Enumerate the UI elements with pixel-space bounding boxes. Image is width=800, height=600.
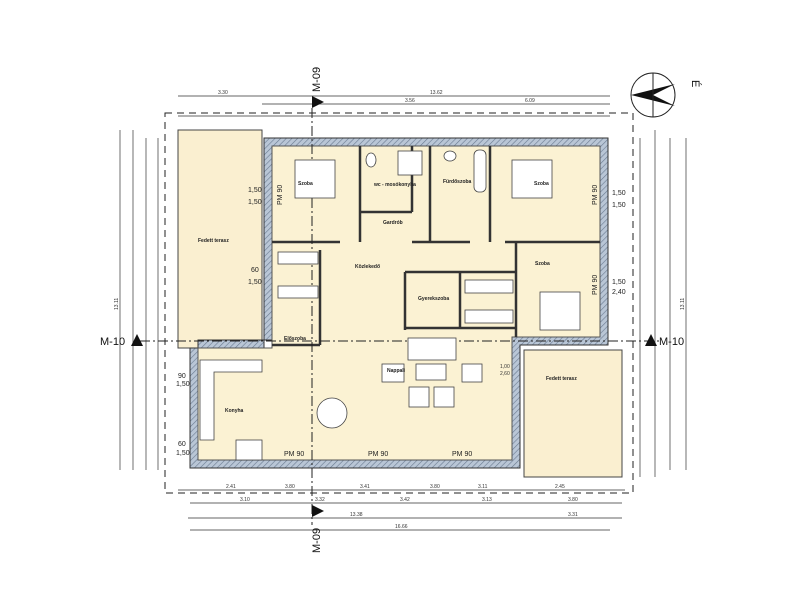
sofa-icon xyxy=(407,337,457,361)
svg-text:PM 90: PM 90 xyxy=(452,451,472,458)
svg-text:3.11: 3.11 xyxy=(478,484,488,490)
room-label-szoba-3: Szoba xyxy=(535,261,550,267)
svg-text:1,50: 1,50 xyxy=(612,190,626,197)
svg-text:1,50: 1,50 xyxy=(248,199,262,206)
svg-text:13.38: 13.38 xyxy=(350,512,363,518)
dining-table-icon xyxy=(316,397,348,429)
room-label-terrace-right: Fedett terasz xyxy=(546,376,577,382)
window-labels: PM 90 PM 90 PM 90 PM 90 PM 90 PM 90 xyxy=(277,185,599,458)
svg-text:PM 90: PM 90 xyxy=(277,185,284,205)
room-label-szoba-2: Szoba xyxy=(534,181,549,187)
axis-arrow-icon xyxy=(312,96,324,108)
bed-icon xyxy=(539,291,581,331)
room-label-szoba: Szoba xyxy=(298,181,313,187)
kitchen-island-icon xyxy=(235,439,263,461)
axis-arrow-icon xyxy=(645,334,657,346)
svg-text:M-09: M-09 xyxy=(311,67,323,92)
armchair-icon xyxy=(408,386,430,408)
svg-text:M-10: M-10 xyxy=(100,336,125,348)
bathtub-icon xyxy=(473,149,487,193)
svg-text:60: 60 xyxy=(251,267,259,274)
svg-text:2,60: 2,60 xyxy=(500,371,510,377)
wardrobe-icon xyxy=(277,285,319,299)
covered-terrace-right xyxy=(523,349,623,478)
svg-text:2.45: 2.45 xyxy=(555,484,565,490)
room-label-konyha: Konyha xyxy=(225,408,244,414)
svg-text:PM 90: PM 90 xyxy=(368,451,388,458)
axis-arrow-icon xyxy=(312,505,324,517)
interior-walls xyxy=(272,146,600,347)
bottom-dimensions: 2.41 3.80 3.41 3.80 3.11 2.45 3.10 3.32 … xyxy=(178,484,625,531)
svg-text:1,50: 1,50 xyxy=(612,202,626,209)
armchair-icon xyxy=(381,363,405,383)
room-label-nappali: Nappali xyxy=(387,368,406,374)
svg-text:1,50: 1,50 xyxy=(176,381,190,388)
kitchen-counter-icon xyxy=(199,359,263,441)
svg-text:3.56: 3.56 xyxy=(405,98,415,104)
svg-text:3.31: 3.31 xyxy=(568,512,578,518)
svg-text:6.09: 6.09 xyxy=(525,98,535,104)
room-label-wc: wc - mosókonyha xyxy=(373,182,416,188)
svg-text:3.30: 3.30 xyxy=(218,90,228,96)
opening-labels: 1,50 1,50 60 1,50 90 1,50 60 1,50 1,50 1… xyxy=(176,187,626,457)
bed-icon xyxy=(294,159,336,199)
covered-terrace-left xyxy=(177,129,263,349)
wardrobe-icon xyxy=(277,251,319,265)
svg-text:3.10: 3.10 xyxy=(240,497,250,503)
svg-text:M-09: M-09 xyxy=(311,528,323,553)
furniture xyxy=(199,149,581,461)
axis-arrow-icon xyxy=(131,334,143,346)
plot-boundary xyxy=(164,112,634,494)
floor-area xyxy=(197,145,601,461)
svg-text:1,00: 1,00 xyxy=(500,364,510,370)
svg-text:2.41: 2.41 xyxy=(226,484,236,490)
svg-text:1,50: 1,50 xyxy=(612,279,626,286)
room-labels: Szoba wc - mosókonyha Gardrób Fürdőszoba… xyxy=(198,179,577,414)
svg-text:3.80: 3.80 xyxy=(430,484,440,490)
svg-text:2,40: 2,40 xyxy=(612,289,626,296)
svg-text:PM 90: PM 90 xyxy=(592,185,599,205)
svg-text:1,50: 1,50 xyxy=(248,187,262,194)
svg-text:3.32: 3.32 xyxy=(315,497,325,503)
svg-text:É: É xyxy=(689,80,702,87)
wardrobe-icon xyxy=(464,279,514,294)
sink-icon xyxy=(443,150,457,162)
coffee-table-icon xyxy=(415,363,447,381)
wardrobe-icon xyxy=(464,309,514,324)
armchair-icon xyxy=(461,363,483,383)
svg-text:3.42: 3.42 xyxy=(400,497,410,503)
armchair-icon xyxy=(433,386,455,408)
toilet-icon xyxy=(365,152,377,168)
shower-icon xyxy=(397,150,423,176)
svg-text:3.41: 3.41 xyxy=(360,484,370,490)
side-dimensions: 13.11 13.11 xyxy=(114,130,687,477)
north-compass-icon: É xyxy=(630,72,702,118)
svg-text:1,50: 1,50 xyxy=(248,279,262,286)
room-label-furdoszoba: Fürdőszoba xyxy=(443,179,472,185)
room-label-gardrob: Gardrób xyxy=(383,220,403,226)
svg-text:60: 60 xyxy=(178,441,186,448)
room-label-gyerekszoba: Gyerekszoba xyxy=(418,296,449,302)
svg-text:13.62: 13.62 xyxy=(430,90,443,96)
room-label-eloszoba: Előszoba xyxy=(284,336,306,342)
svg-text:PM 90: PM 90 xyxy=(284,451,304,458)
svg-text:3.13: 3.13 xyxy=(482,497,492,503)
svg-text:3.80: 3.80 xyxy=(568,497,578,503)
svg-text:90: 90 xyxy=(178,373,186,380)
svg-text:16.66: 16.66 xyxy=(395,524,408,530)
svg-text:M-10: M-10 xyxy=(659,336,684,348)
svg-text:3.80: 3.80 xyxy=(285,484,295,490)
room-label-terrace-left: Fedett terasz xyxy=(198,238,229,244)
svg-text:13.11: 13.11 xyxy=(114,298,120,310)
top-dimensions: 3.30 13.62 3.56 6.09 xyxy=(178,90,610,117)
svg-text:PM 90: PM 90 xyxy=(592,275,599,295)
room-label-kozlekedo: Közlekedő xyxy=(355,264,380,270)
axis-markers: M-09 M-09 M-10 M-10 xyxy=(100,67,684,553)
bed-icon xyxy=(511,159,553,199)
svg-text:1,50: 1,50 xyxy=(176,450,190,457)
svg-text:13.11: 13.11 xyxy=(680,298,686,310)
